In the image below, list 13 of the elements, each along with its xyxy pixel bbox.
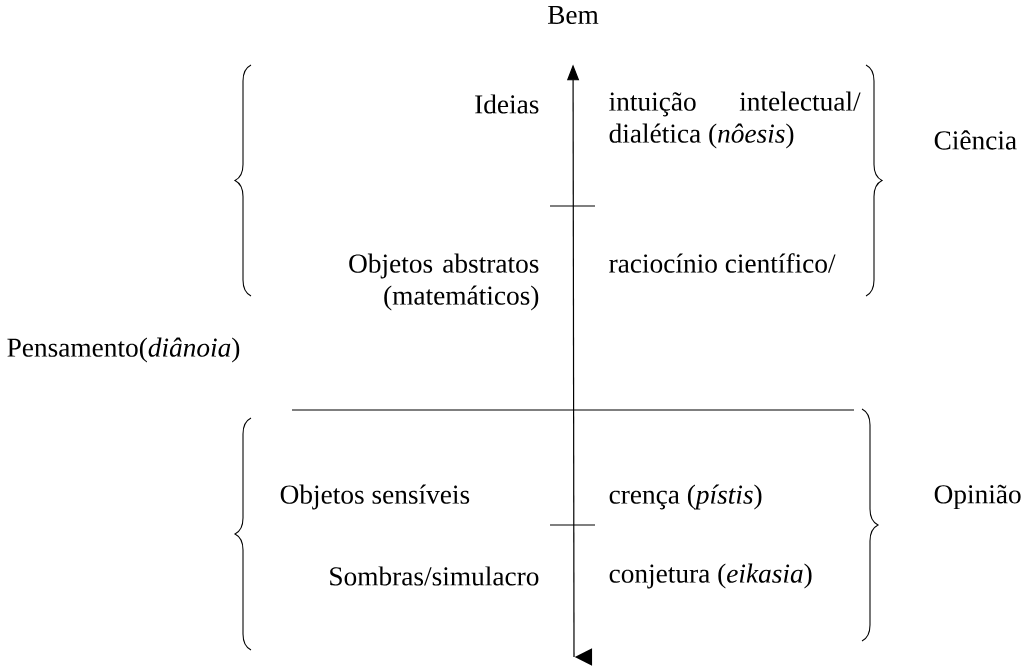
label-text: Ciência (934, 130, 1017, 150)
label-text: Objetos sensíveis (280, 484, 470, 510)
label-text: Sombras/simulacro (330, 566, 539, 586)
label-text: Objetos abstratos (matemáticos) (349, 253, 539, 311)
triangle-mark (574, 648, 593, 666)
label-text: conjetura (eikasia) (609, 563, 812, 589)
label-text: Pensamento(diânoia) (7, 337, 240, 363)
label-text: raciocínio científico/ (609, 253, 836, 273)
label-text: intuição intelectual/ dialética (nôesis) (609, 91, 861, 149)
label-text: Opinião (934, 484, 1021, 510)
label-text: crença (pístis) (609, 484, 762, 510)
label-text: Ideias (475, 94, 539, 114)
heading-text: Bem (548, 5, 599, 25)
